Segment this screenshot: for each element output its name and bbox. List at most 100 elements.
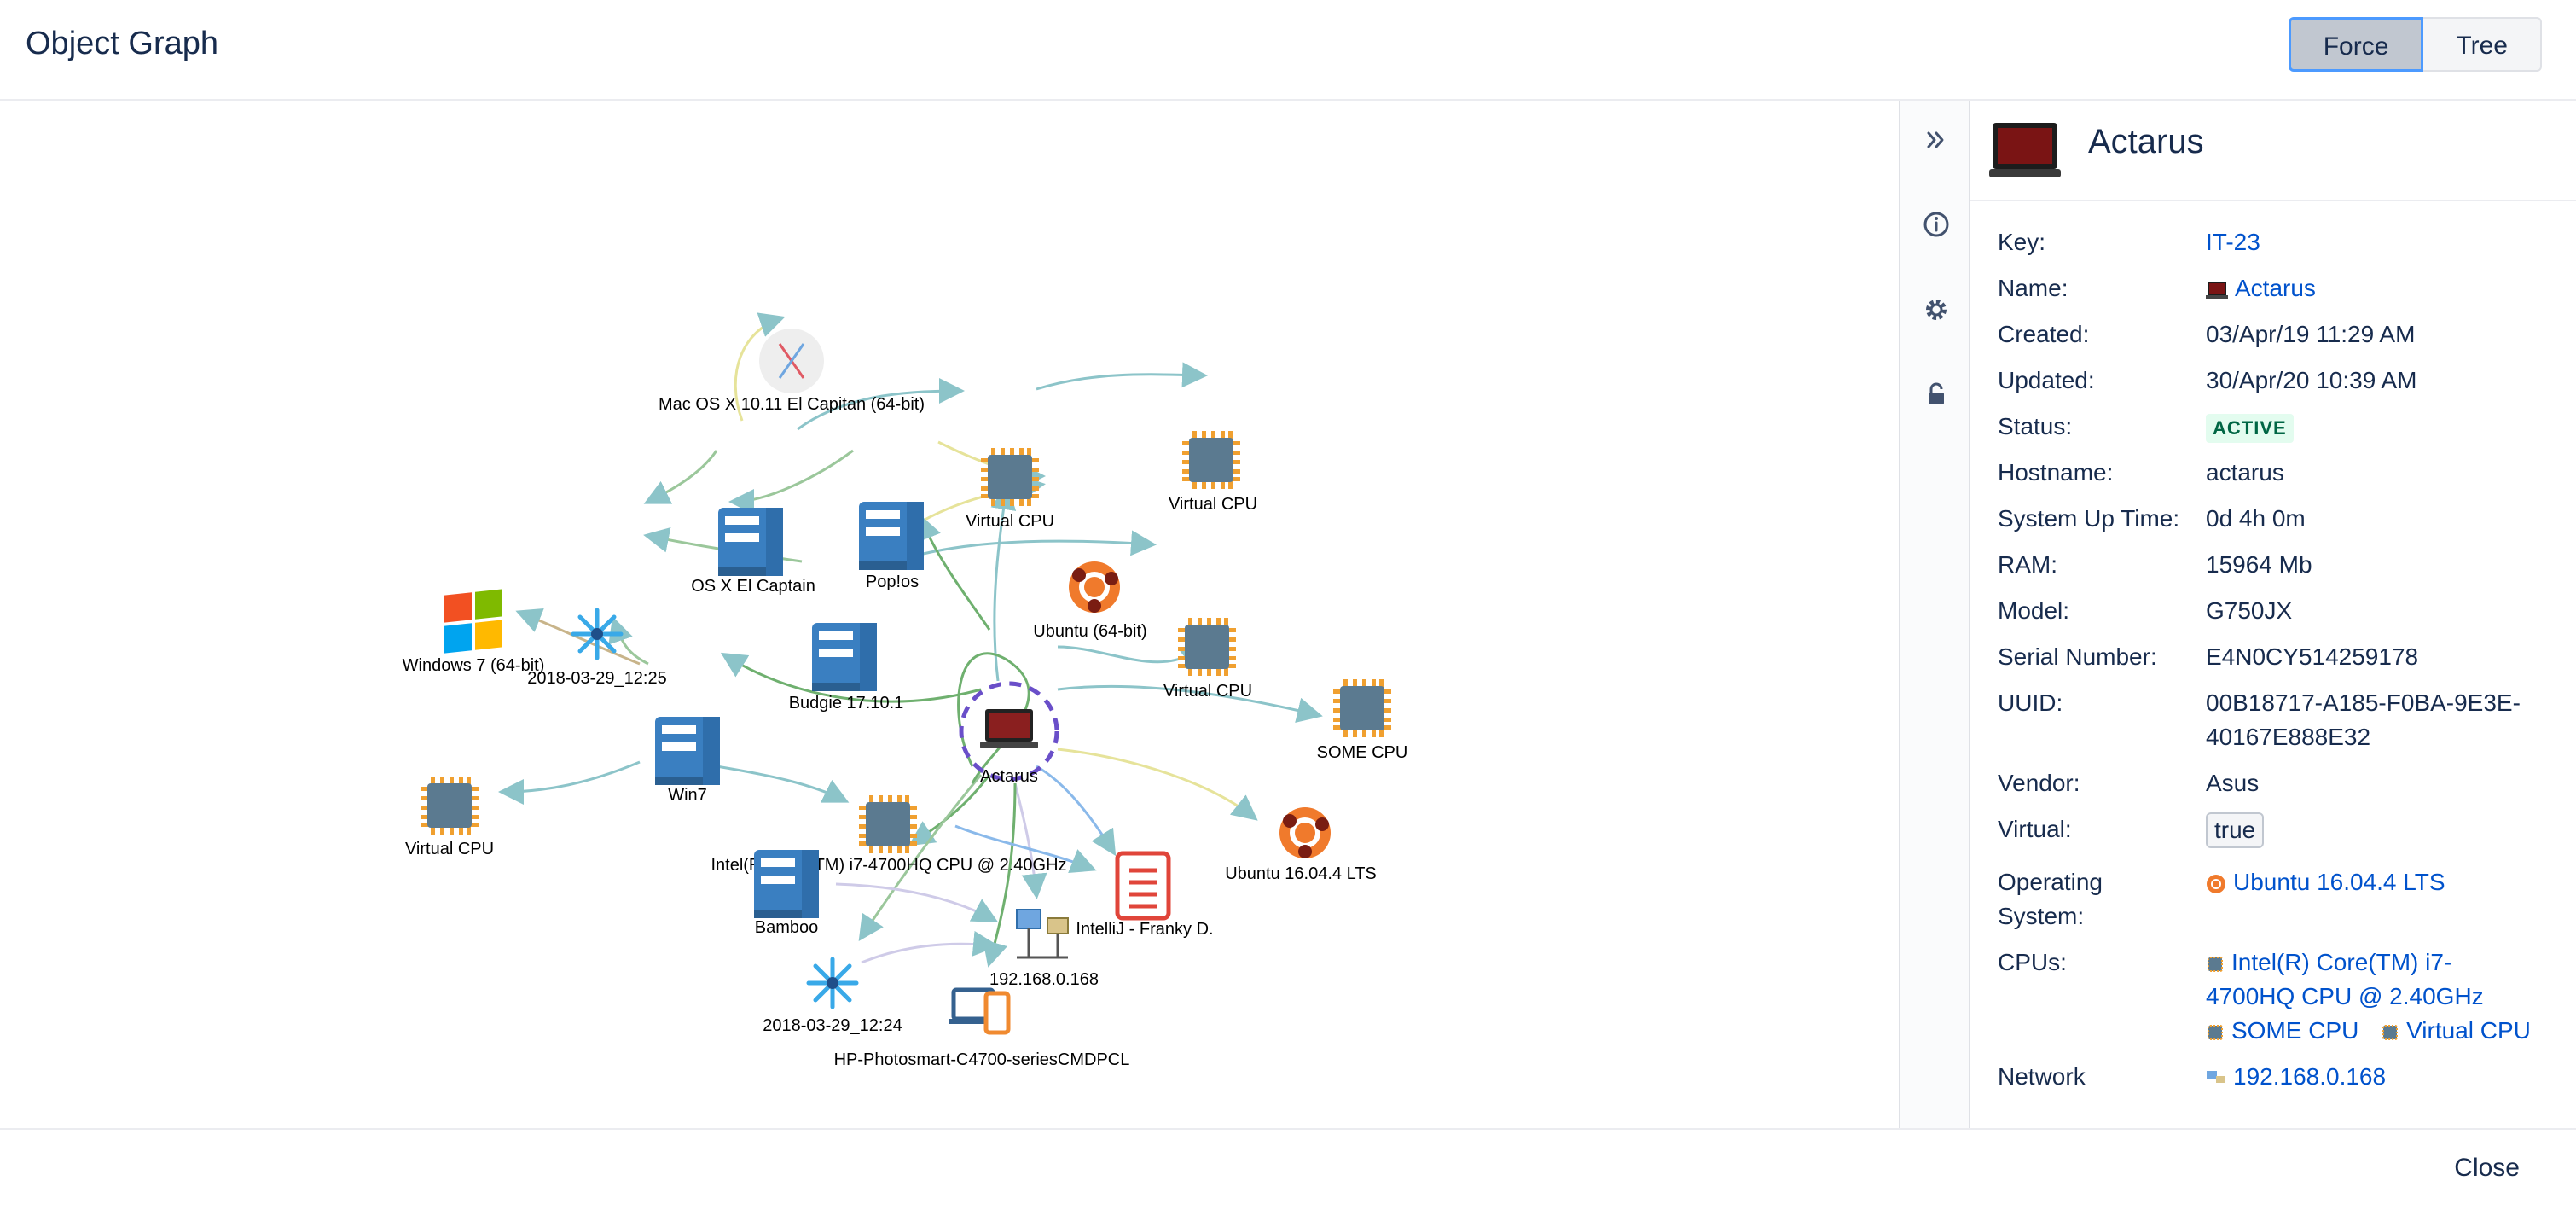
edge [835, 882, 999, 922]
node-ip[interactable] [1016, 909, 1069, 959]
field-value: G750JX [2206, 597, 2293, 624]
edge [1057, 684, 1323, 723]
collapse-panel-button[interactable] [1917, 121, 1955, 159]
node-label: Pop!os [866, 573, 919, 591]
node-ubuntu64[interactable] [1069, 561, 1120, 613]
edge [916, 514, 991, 631]
tree-view-button[interactable]: Tree [2423, 17, 2542, 72]
edge [797, 378, 965, 431]
field-label: Created: [1998, 321, 2090, 347]
edge [608, 616, 649, 666]
node-vcpu4[interactable] [421, 777, 479, 835]
laptop-icon [980, 709, 1038, 748]
field-label: Name: [1998, 275, 2068, 301]
field-label: RAM: [1998, 551, 2057, 578]
field-label: UUID: [1998, 689, 2063, 716]
node-label: Budgie 17.10.1 [789, 694, 904, 713]
edge [1057, 748, 1258, 821]
force-view-button[interactable]: Force [2288, 17, 2424, 72]
edge [908, 774, 991, 846]
node-ubuntu1604[interactable] [1279, 807, 1331, 858]
node-snapshot-1[interactable] [573, 610, 621, 658]
node-label: Virtual CPU [405, 840, 494, 858]
view-mode-toggle: Force Tree [2288, 17, 2542, 72]
node-macos[interactable] [759, 329, 824, 393]
node-osx[interactable] [718, 508, 783, 576]
node-win7[interactable] [655, 717, 720, 785]
laptop-icon [2206, 281, 2228, 299]
node-popos[interactable] [859, 502, 924, 570]
document-icon [1115, 851, 1171, 921]
edge [861, 930, 999, 964]
permissions-button[interactable] [1917, 375, 1955, 413]
field-label: Network [1998, 1063, 2086, 1090]
edge [728, 449, 854, 515]
cpu-link-some[interactable]: SOME CPU [2231, 1017, 2359, 1044]
status-badge: ACTIVE [2206, 414, 2294, 443]
node-intel-cpu[interactable] [859, 795, 917, 853]
node-label: Mac OS X 10.11 El Capitan (64-bit) [659, 395, 925, 414]
ubuntu-icon [2207, 874, 2225, 893]
edge [716, 765, 850, 803]
node-label: HP-Photosmart-C4700-seriesCMDPCL [834, 1050, 1130, 1069]
uuid-line-2: 40167E888E32 [2206, 724, 2371, 750]
key-link[interactable]: IT-23 [2206, 229, 2260, 255]
server-icon [718, 508, 783, 576]
server-icon [655, 717, 720, 785]
side-toolbar [1899, 101, 1970, 1128]
ubuntu-icon [1279, 807, 1331, 858]
node-budgie[interactable] [812, 623, 877, 691]
edge [1036, 362, 1208, 391]
network-icon [1016, 909, 1069, 959]
info-button[interactable] [1917, 206, 1955, 243]
info-icon [1923, 212, 1949, 237]
node-label: 2018-03-29_12:24 [763, 1016, 902, 1035]
cpu-icon [1333, 679, 1391, 737]
node-bamboo[interactable] [754, 850, 819, 918]
node-vcpu1[interactable] [981, 448, 1039, 506]
cpu-icon [2208, 1024, 2223, 1040]
node-label: Virtual CPU [1169, 495, 1257, 514]
node-win7os[interactable] [444, 589, 502, 654]
close-button[interactable]: Close [2454, 1154, 2520, 1182]
node-actarus[interactable] [959, 681, 1059, 782]
edge [858, 774, 983, 941]
field-label: Model: [1998, 597, 2070, 624]
cpu-link-intel[interactable]: Intel(R) Core(TM) i7- [2231, 949, 2452, 975]
field-value: 15964 Mb [2206, 551, 2312, 578]
modal-footer: Close [0, 1128, 2576, 1210]
field-label: Key: [1998, 229, 2046, 255]
graph-svg[interactable]: Mac OS X 10.11 El Capitan (64-bit) OS X … [0, 101, 1899, 1128]
node-vcpu3[interactable] [1178, 618, 1236, 676]
network-link[interactable]: 192.168.0.168 [2233, 1063, 2387, 1090]
cpu-link-virtual[interactable]: Virtual CPU [2406, 1017, 2531, 1044]
selected-ring [959, 681, 1059, 782]
field-label: Updated: [1998, 367, 2095, 393]
node-somecpu[interactable] [1333, 679, 1391, 737]
os-link[interactable]: Ubuntu 16.04.4 LTS [2233, 869, 2445, 895]
node-label: Virtual CPU [966, 512, 1054, 531]
field-label: System: [1998, 903, 2085, 929]
node-label: Actarus [980, 767, 1038, 786]
node-snapshot-2[interactable] [809, 959, 856, 1007]
snowflake-icon [809, 959, 856, 1007]
object-graph-canvas[interactable]: Mac OS X 10.11 El Capitan (64-bit) OS X … [0, 101, 1899, 1128]
details-header: Actarus [1970, 101, 2576, 201]
modal-header: Object Graph Force Tree [0, 0, 2576, 101]
cpu-icon [421, 777, 479, 835]
node-intellij[interactable] [1115, 851, 1171, 921]
page-title: Object Graph [26, 26, 218, 61]
cpu-icon [1182, 431, 1240, 489]
server-icon [859, 502, 924, 570]
node-label: Ubuntu (64-bit) [1033, 622, 1146, 641]
settings-button[interactable] [1917, 291, 1955, 329]
node-label: Ubuntu 16.04.4 LTS [1225, 864, 1377, 883]
unlock-icon [1929, 382, 1944, 404]
node-hp[interactable] [949, 987, 1011, 1035]
server-icon [754, 850, 819, 918]
cpu-link-intel-cont[interactable]: 4700HQ CPU @ 2.40GHz [2206, 983, 2484, 1009]
server-icon [812, 623, 877, 691]
node-vcpu2[interactable] [1182, 431, 1240, 489]
name-link[interactable]: Actarus [2235, 275, 2316, 301]
field-label: Vendor: [1998, 770, 2080, 796]
